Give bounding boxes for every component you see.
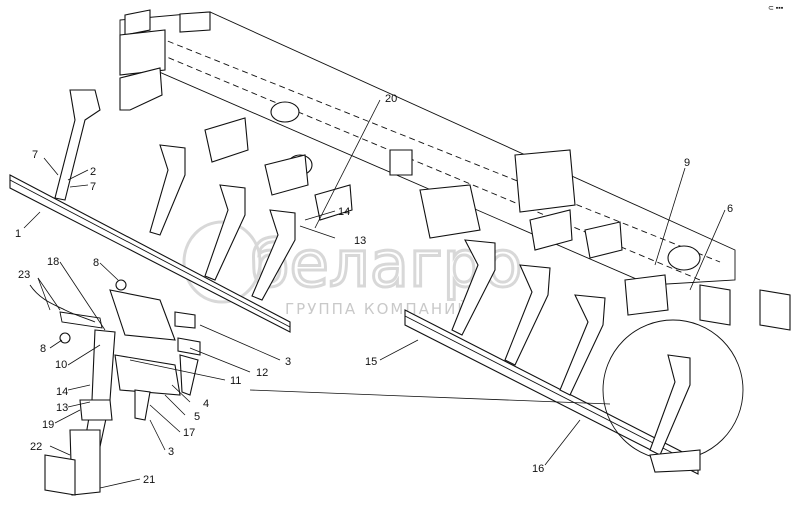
callout-14-top: 14: [338, 206, 350, 218]
callout-12: 12: [256, 367, 268, 379]
callout-7-top: 7: [32, 149, 38, 161]
callout-11: 11: [230, 375, 241, 387]
callout-19: 19: [42, 419, 54, 431]
watermark-tagline: ГРУППА КОМПАНИЙ: [285, 299, 471, 318]
mounting-bar-left: [9, 174, 291, 333]
callout-15: 15: [365, 356, 377, 368]
callout-23: 23: [18, 269, 30, 281]
tine-assemblies-left: [54, 67, 353, 301]
callout-8-top: 8: [93, 257, 99, 269]
callout-22: 22: [30, 441, 42, 453]
callout-8-bottom: 8: [40, 343, 46, 355]
callout-7-bottom: 7: [90, 181, 96, 193]
callout-14-bottom: 14: [56, 386, 68, 398]
callout-10: 10: [55, 359, 67, 371]
callout-13-bottom: 13: [56, 402, 68, 414]
callout-1: 1: [15, 228, 21, 240]
callout-16: 16: [532, 463, 544, 475]
callout-6: 6: [727, 203, 733, 215]
tine-assemblies-right: [451, 209, 669, 396]
detail-circle: [249, 319, 744, 473]
callout-13-top: 13: [354, 235, 366, 247]
leader-lines: [23, 99, 726, 489]
callout-5: 5: [194, 411, 200, 423]
callout-2: 2: [90, 166, 96, 178]
callout-3-right: 3: [285, 356, 291, 368]
callout-17: 17: [183, 427, 195, 439]
corner-mark: ⊂ ▪▪▪: [768, 5, 784, 12]
callout-4: 4: [203, 398, 209, 410]
callout-labels: 1 2 3 3 4 5 6 7 7 8 8 9 10 11 12 13 13 1…: [15, 93, 733, 486]
callout-21: 21: [143, 474, 155, 486]
callout-3-bottom: 3: [168, 446, 174, 458]
mounting-bar-right: [404, 309, 699, 475]
callout-18: 18: [47, 256, 59, 268]
callout-9: 9: [684, 157, 690, 169]
main-frame: [119, 9, 791, 331]
exploded-assembly: [29, 279, 201, 496]
callout-20: 20: [385, 93, 397, 105]
